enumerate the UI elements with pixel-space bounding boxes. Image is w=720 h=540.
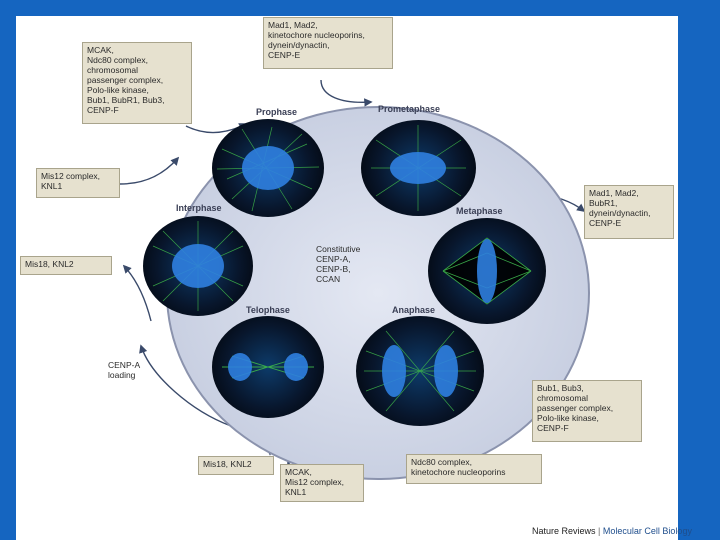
figure-canvas: Prophase Prometaphase Metaphase bbox=[16, 16, 678, 540]
label-prometaphase: Prometaphase bbox=[378, 104, 440, 114]
box-mis18-knl2-bottom: Mis18, KNL2 bbox=[198, 456, 274, 475]
center-constitutive-text: Constitutive CENP-A, CENP-B, CCAN bbox=[316, 244, 360, 284]
cell-image-anaphase bbox=[356, 316, 484, 426]
box-prometaphase-proteins: Mad1, Mad2, kinetochore nucleoporins, dy… bbox=[263, 17, 393, 69]
arrow-left-mis12 bbox=[120, 158, 178, 184]
box-anaphase-proteins: Bub1, Bub3, chromosomal passenger comple… bbox=[532, 380, 642, 442]
cell-image-metaphase bbox=[428, 218, 546, 324]
credit-prefix: Nature Reviews bbox=[532, 526, 596, 536]
cell-image-telophase bbox=[212, 316, 324, 418]
label-prophase: Prophase bbox=[256, 107, 297, 117]
box-mcak-mis12-knl1: MCAK, Mis12 complex, KNL1 bbox=[280, 464, 364, 502]
arrow-top-center bbox=[321, 80, 371, 102]
box-ndc80-nucleoporins: Ndc80 complex, kinetochore nucleoporins bbox=[406, 454, 542, 484]
label-anaphase: Anaphase bbox=[392, 305, 435, 315]
box-prophase-proteins: MCAK, Ndc80 complex, chromosomal passeng… bbox=[82, 42, 192, 124]
cell-image-prometaphase bbox=[361, 120, 476, 216]
cell-image-interphase bbox=[143, 216, 253, 316]
box-mis12-knl1: Mis12 complex, KNL1 bbox=[36, 168, 120, 198]
label-metaphase: Metaphase bbox=[456, 206, 503, 216]
journal-credit: Nature Reviews | Molecular Cell Biology bbox=[532, 526, 692, 536]
label-cenpa-loading: CENP-A loading bbox=[108, 360, 140, 380]
box-metaphase-proteins: Mad1, Mad2, BubR1, dynein/dynactin, CENP… bbox=[584, 185, 674, 239]
credit-separator: | bbox=[598, 526, 600, 536]
cell-image-prophase bbox=[212, 119, 324, 217]
box-mis18-knl2-left: Mis18, KNL2 bbox=[20, 256, 112, 275]
label-interphase: Interphase bbox=[176, 203, 222, 213]
credit-journal: Molecular Cell Biology bbox=[603, 526, 692, 536]
